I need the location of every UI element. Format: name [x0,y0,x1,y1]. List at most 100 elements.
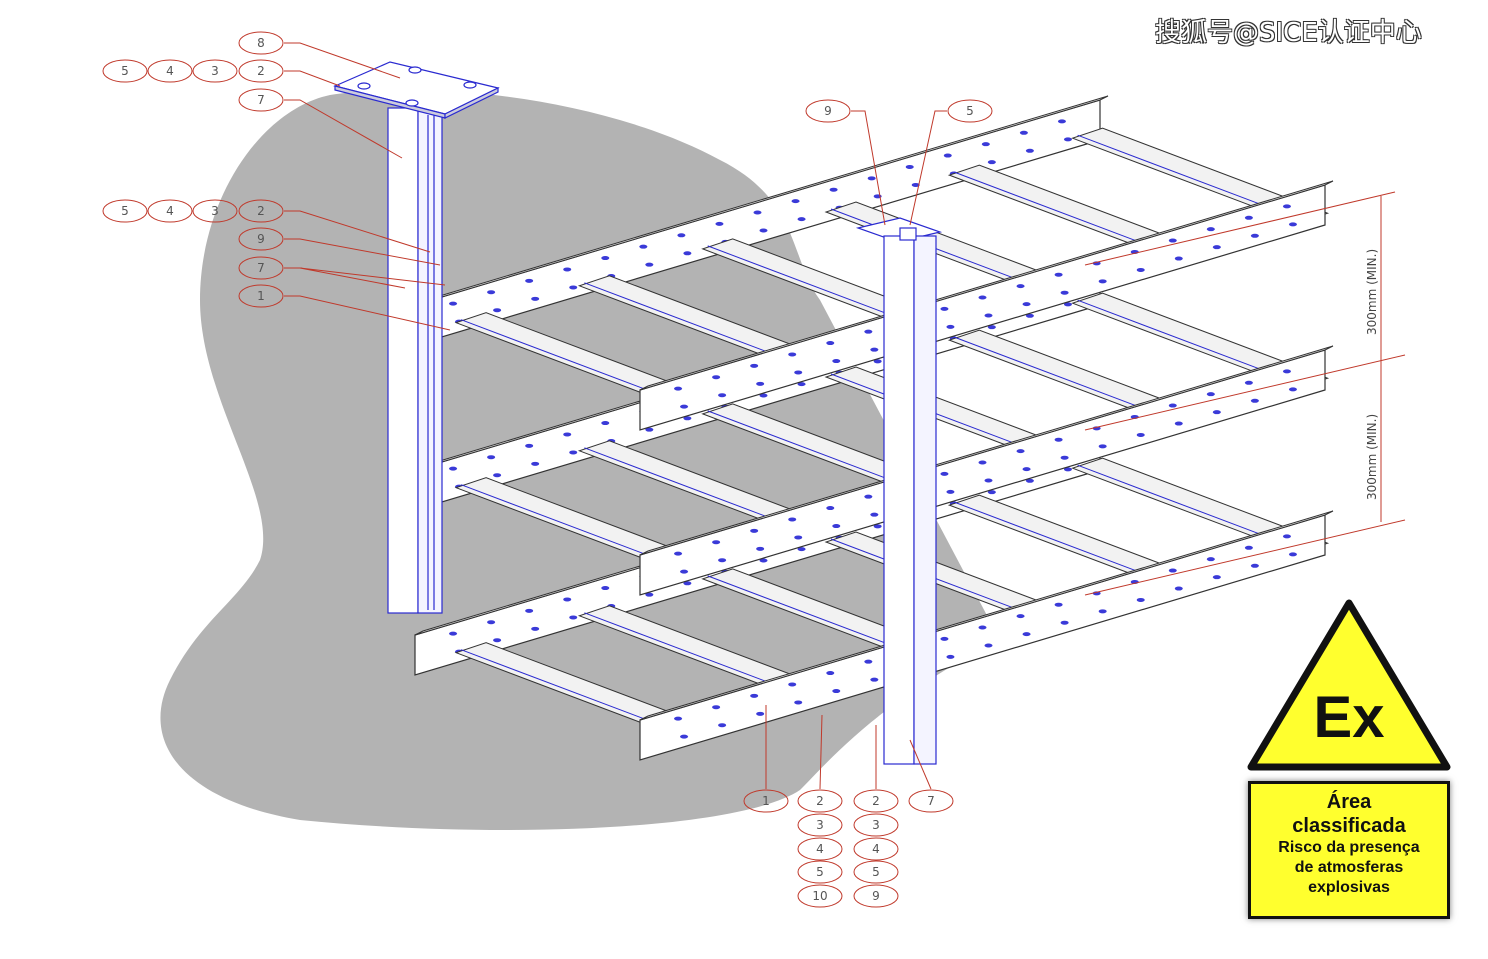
bolt-hole [987,325,996,330]
callout-9: 9 [805,99,851,123]
bolt-hole [750,693,759,698]
bolt-hole [864,329,873,334]
bolt-hole [1206,227,1215,232]
bolt-hole [987,490,996,495]
ex-text-line2: de atmosferas [1294,859,1404,876]
bolt-hole [788,352,797,357]
bolt-hole [601,586,610,591]
svg-text:5: 5 [121,64,129,78]
bolt-hole [563,597,572,602]
bolt-hole [601,421,610,426]
bolt-hole [525,608,534,613]
callout-2: 2 [238,59,284,83]
bolt-hole [1016,449,1025,454]
bolt-hole [531,461,540,466]
bolt-hole [1174,586,1183,591]
bolt-hole [1098,444,1107,449]
bolt-hole [911,182,920,187]
bolt-hole [1022,632,1031,637]
ladder-tray-front [639,345,1334,596]
callout-3: 3 [797,813,843,837]
ex-warning-triangle: Ex [1247,599,1451,771]
front-side-rail-flange [639,180,1334,391]
bolt-hole [1025,148,1034,153]
ex-symbol: Ex [1314,685,1385,750]
bolt-hole [674,551,683,556]
bolt-hole [674,716,683,721]
bolt-hole [978,625,987,630]
dimension-label-upper: 300mm (MIN.) [1365,249,1379,335]
bolt-hole [1206,392,1215,397]
bolt-hole [645,262,654,267]
callout-5: 5 [947,99,993,123]
callout-10: 10 [797,884,843,908]
svg-text:7: 7 [257,93,265,107]
bolt-hole [1244,380,1253,385]
bolt-hole [870,512,879,517]
bolt-hole [940,306,949,311]
bolt-hole [1212,575,1221,580]
bolt-hole [712,540,721,545]
callout-5: 5 [102,59,148,83]
bolt-hole [864,659,873,664]
callout-4: 4 [147,199,193,223]
front-side-rail-flange [639,510,1334,721]
bolt-hole [978,460,987,465]
svg-text:1: 1 [257,289,265,303]
bolt-hole [680,404,689,409]
bolt-hole [946,324,955,329]
bolt-hole [718,393,727,398]
svg-text:2: 2 [257,64,265,78]
bolt-hole [715,221,724,226]
bolt-hole [683,251,692,256]
svg-text:3: 3 [211,64,219,78]
bolt-hole [905,164,914,169]
bolt-hole [750,528,759,533]
svg-text:4: 4 [872,842,880,856]
watermark: 搜狐号@SICE认证中心 [1155,18,1422,48]
bolt-hole [680,734,689,739]
bolt-hole [756,711,765,716]
bolt-hole [832,359,841,364]
bolt-hole [946,489,955,494]
bolt-hole [1212,245,1221,250]
callout-3: 3 [192,59,238,83]
bolt-hole [1250,398,1259,403]
bolt-hole [1250,233,1259,238]
callout-4: 4 [147,59,193,83]
callout-1: 1 [238,284,284,308]
svg-text:5: 5 [816,865,824,879]
callout-8: 8 [238,31,284,55]
bolt-hole [756,381,765,386]
bolt-hole [794,370,803,375]
svg-text:2: 2 [872,794,880,808]
svg-text:2: 2 [816,794,824,808]
bolt-hole [797,217,806,222]
bolt-hole [1054,602,1063,607]
bolt-hole [449,631,458,636]
bolt-hole [1016,614,1025,619]
bolt-hole [981,142,990,147]
svg-text:2: 2 [257,204,265,218]
bolt-hole [718,723,727,728]
bolt-hole [569,615,578,620]
bolt-hole [683,416,692,421]
bolt-hole [1288,222,1297,227]
bolt-hole [870,347,879,352]
bolt-hole [873,359,882,364]
bolt-hole [1063,467,1072,472]
bolt-hole [683,581,692,586]
bolt-hole [449,466,458,471]
callout-4: 4 [853,837,899,861]
bolt-hole [1060,290,1069,295]
bolt-hole [1136,597,1145,602]
bolt-hole [1250,563,1259,568]
bolt-hole [750,363,759,368]
svg-text:9: 9 [872,889,880,903]
bolt-hole [832,524,841,529]
bolt-hole [487,290,496,295]
svg-text:4: 4 [166,204,174,218]
bolt-hole [759,558,768,563]
bolt-hole [569,450,578,455]
svg-text:3: 3 [211,204,219,218]
